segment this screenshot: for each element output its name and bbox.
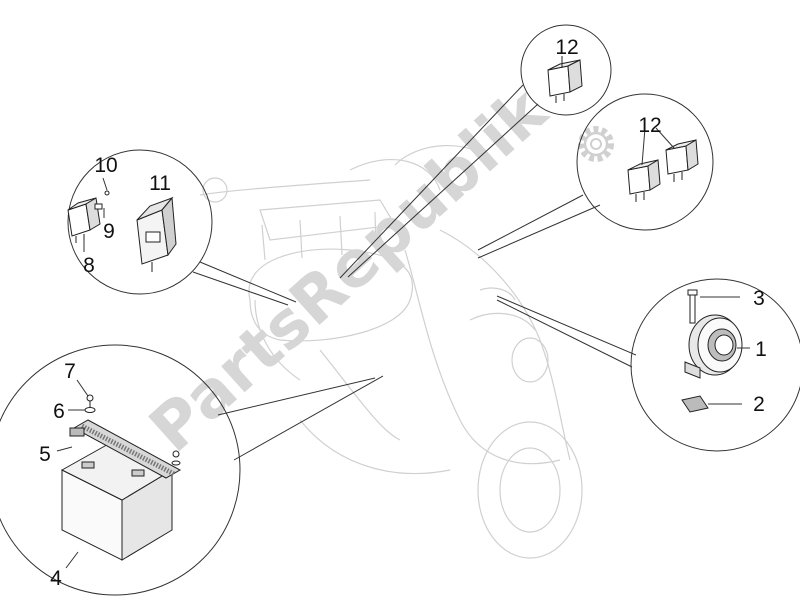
bubble-relays-right xyxy=(576,93,714,231)
callout-1: 1 xyxy=(755,338,767,361)
screw-7-right xyxy=(171,450,181,466)
screw-7 xyxy=(86,394,94,408)
callout-3: 3 xyxy=(753,287,765,310)
callout-5: 5 xyxy=(39,443,51,466)
callout-4: 4 xyxy=(50,567,62,590)
relay-right-front xyxy=(627,159,661,202)
screw-3 xyxy=(687,289,698,324)
watermark: PartsRepublik xyxy=(136,73,562,467)
horn-1 xyxy=(684,314,743,379)
scooter-outline xyxy=(199,144,583,559)
callout-9: 9 xyxy=(103,220,115,243)
bracket-2 xyxy=(681,395,709,413)
washer-6 xyxy=(84,407,96,413)
spacer-9 xyxy=(94,203,103,210)
callout-labels: 12 12 10 11 9 8 3 1 2 7 6 5 4 xyxy=(39,36,767,590)
callout-2: 2 xyxy=(753,393,765,416)
callout-6: 6 xyxy=(53,400,65,423)
relay-right-back xyxy=(665,139,699,182)
bubble-relay-top xyxy=(520,24,612,116)
relay-top xyxy=(547,56,583,103)
callout-12-top: 12 xyxy=(555,36,578,59)
screw-10 xyxy=(104,190,110,196)
battery-4 xyxy=(60,441,174,561)
gear-icon xyxy=(578,126,614,162)
regulator-5 xyxy=(69,419,182,479)
leader-lines xyxy=(192,84,637,461)
regulator-11 xyxy=(136,196,177,272)
bubble-horn xyxy=(630,278,800,452)
callout-7: 7 xyxy=(64,360,76,383)
callout-11: 11 xyxy=(149,172,171,195)
watermark-text: PartsRepublik xyxy=(136,73,562,467)
bubble-battery xyxy=(0,344,241,596)
callout-10: 10 xyxy=(94,154,117,177)
callout-12-right: 12 xyxy=(638,114,661,137)
callout-8: 8 xyxy=(83,254,95,277)
bubble-relays-left xyxy=(67,149,213,295)
